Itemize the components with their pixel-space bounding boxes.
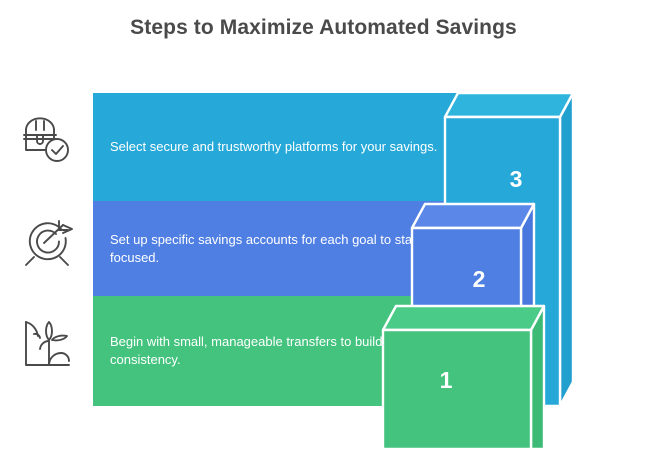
target-arrow-icon [16,212,80,276]
step-description-1: Begin with small, manageable transfers t… [110,334,383,367]
step-1-side-face [529,304,546,449]
step-band-1: Begin with small, manageable transfers t… [93,296,483,406]
sprout-growth-icon [16,312,80,376]
step-band-3: Select secure and trustworthy platforms … [93,93,560,201]
page-title: Steps to Maximize Automated Savings [130,16,517,39]
treasure-chest-check-icon [16,108,80,172]
step-description-2: Set up specific savings accounts for eac… [110,231,419,265]
step-description-3: Select secure and trustworthy platforms … [110,139,438,154]
step-band-2: Set up specific savings accounts for eac… [93,201,517,296]
step-3-side-face [558,91,575,408]
step-2-side-face [519,202,536,432]
